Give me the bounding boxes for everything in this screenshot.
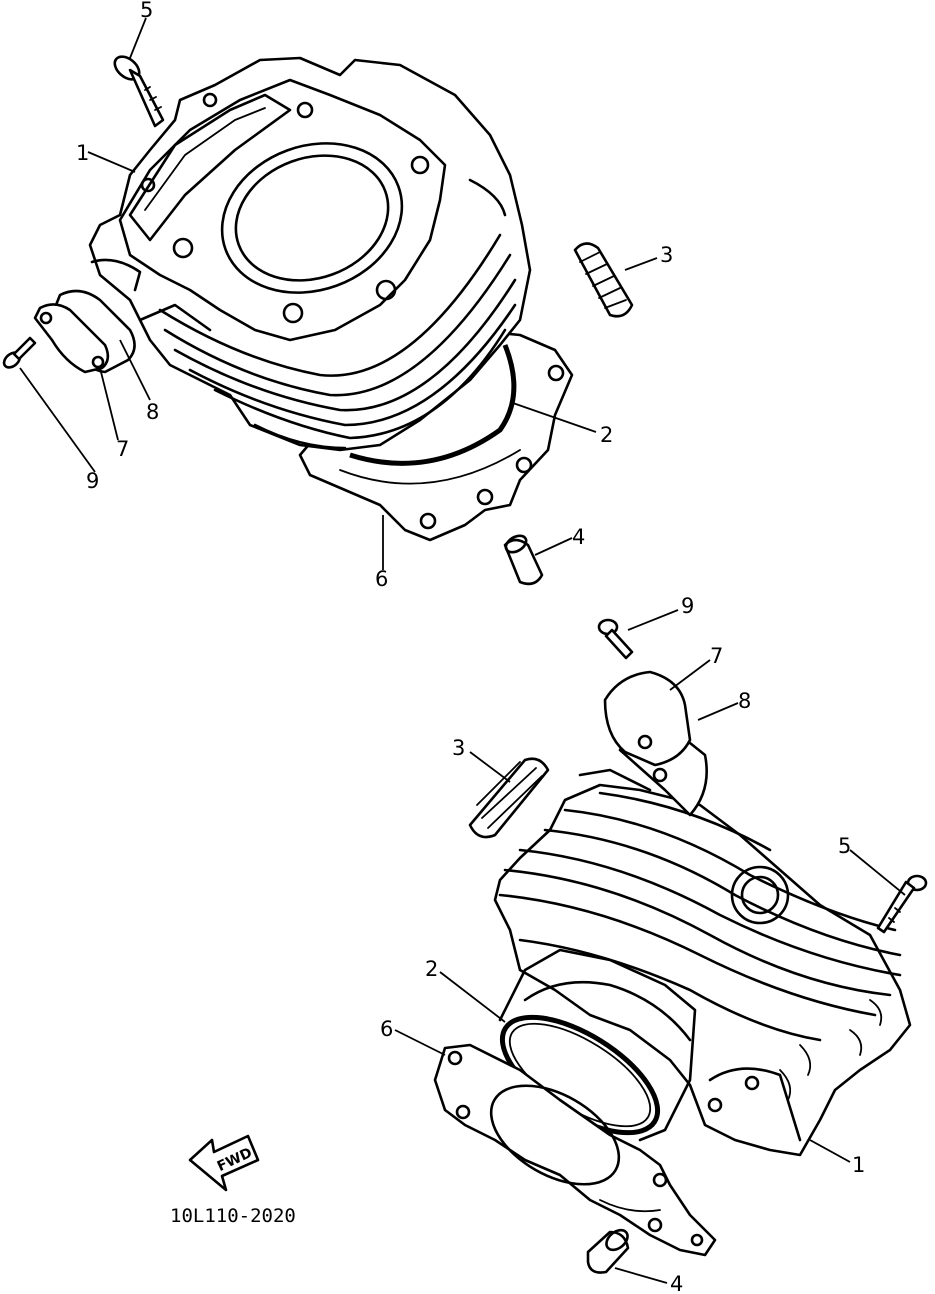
callout-5-lower: 5 bbox=[838, 834, 851, 858]
cover-upper bbox=[33, 289, 136, 374]
cylinder-gasket-lower bbox=[433, 1043, 717, 1257]
callout-8-lower: 8 bbox=[738, 689, 751, 713]
callout-4-upper: 4 bbox=[572, 525, 585, 549]
drawing-code: 10L110-2020 bbox=[170, 1205, 296, 1227]
small-bolt-lower bbox=[597, 618, 634, 660]
callout-3-upper: 3 bbox=[660, 243, 673, 267]
callout-7-lower: 7 bbox=[710, 644, 723, 668]
callout-8-upper: 8 bbox=[146, 400, 159, 424]
cover-lower bbox=[603, 670, 708, 817]
upper-view: 5 1 3 2 8 7 9 6 4 bbox=[2, 0, 673, 591]
callout-6-upper: 6 bbox=[375, 567, 388, 591]
callout-3-lower: 3 bbox=[452, 736, 465, 760]
callout-1-upper: 1 bbox=[76, 141, 89, 165]
callout-1-lower: 1 bbox=[852, 1153, 865, 1177]
bolt-lower bbox=[876, 874, 928, 934]
callout-4-lower: 4 bbox=[670, 1272, 683, 1294]
callout-9-lower: 9 bbox=[681, 594, 694, 618]
dowel-lower bbox=[586, 1228, 630, 1274]
forward-direction-arrow: FWD bbox=[188, 1134, 260, 1192]
lower-view: 9 7 8 3 5 2 6 1 4 bbox=[380, 594, 928, 1294]
o-ring-upper bbox=[349, 344, 517, 466]
callout-6-lower: 6 bbox=[380, 1017, 393, 1041]
cylinder-lower bbox=[493, 768, 912, 1157]
callout-5-upper: 5 bbox=[140, 0, 153, 22]
callout-9-upper: 9 bbox=[86, 469, 99, 493]
bolt-upper bbox=[113, 55, 165, 128]
callout-7-upper: 7 bbox=[116, 437, 129, 461]
dowel-pin-upper bbox=[573, 242, 634, 318]
callout-2-upper: 2 bbox=[600, 423, 613, 447]
callout-2-lower: 2 bbox=[425, 957, 438, 981]
cylinder-gasket-upper bbox=[298, 328, 574, 542]
small-bolt-upper bbox=[2, 336, 37, 369]
dowel-upper bbox=[503, 534, 544, 586]
cylinder-upper bbox=[88, 56, 532, 452]
dowel-pin-lower bbox=[468, 757, 550, 839]
